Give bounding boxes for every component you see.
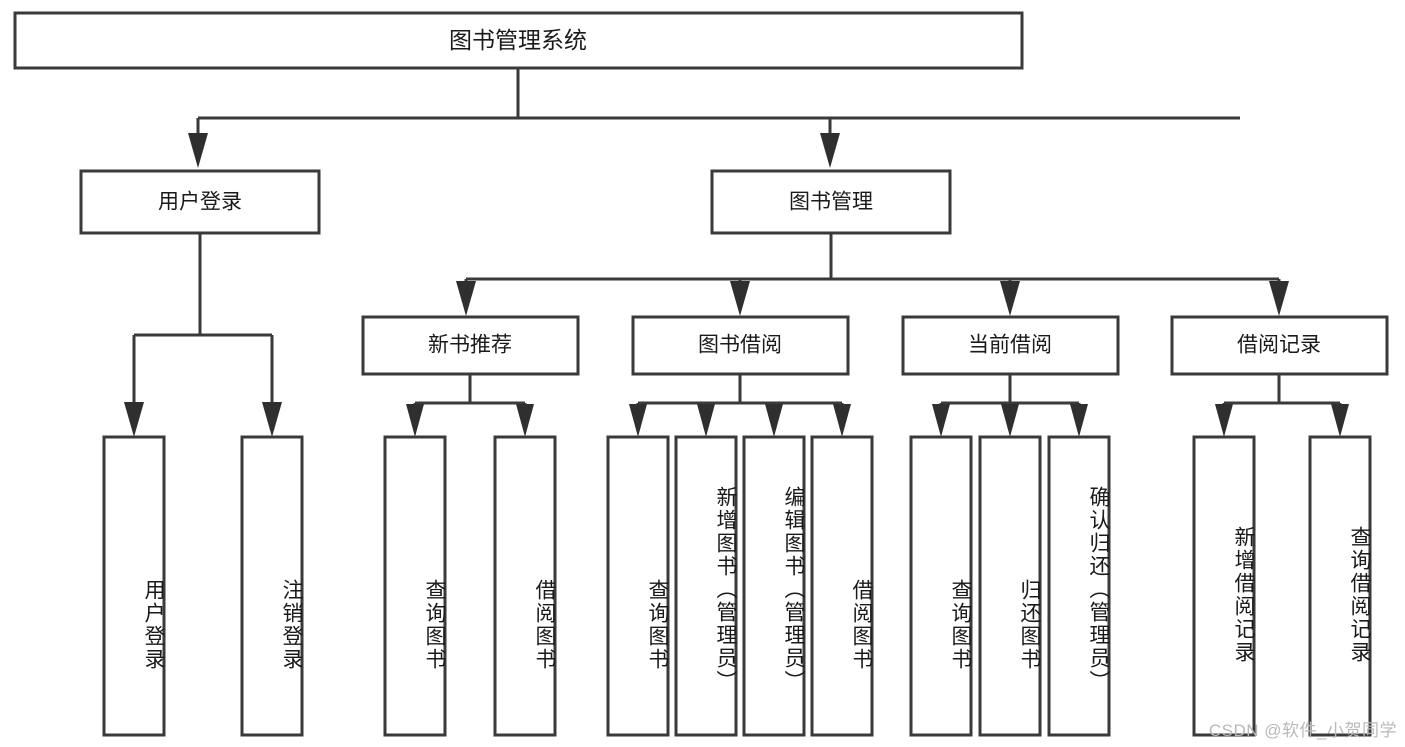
arrow-head-icon <box>1331 404 1349 437</box>
node-new-book-recommend[interactable]: 新书推荐 <box>361 315 580 376</box>
leaf-box-user-login[interactable] <box>102 435 166 737</box>
leaf-box-return-book[interactable] <box>978 435 1042 737</box>
connector-book-management-to-level3 <box>456 233 1289 316</box>
arrow-head-icon <box>516 404 534 437</box>
arrow-head-icon <box>629 404 647 437</box>
arrow-head-icon <box>730 281 750 316</box>
node-new-book-recommend-label: 新书推荐 <box>428 334 512 357</box>
node-user-login-box[interactable] <box>79 169 321 235</box>
arrow-head-icon <box>262 402 282 437</box>
leaf-box-query-book-2[interactable] <box>606 435 670 737</box>
arrow-head-icon <box>124 402 144 437</box>
leaf-box-edit-book[interactable] <box>742 435 806 737</box>
leaf-box-query-book-3[interactable] <box>909 435 973 737</box>
arrow-head-icon <box>1001 404 1019 437</box>
leaf-box-add-book[interactable] <box>674 435 738 737</box>
node-book-management[interactable]: 图书管理 <box>710 169 952 235</box>
node-new-book-recommend-box[interactable] <box>361 315 580 376</box>
arrow-head-icon <box>697 404 715 437</box>
node-book-borrow[interactable]: 图书借阅 <box>631 315 850 376</box>
node-book-borrow-label: 图书借阅 <box>698 334 782 357</box>
node-user-login[interactable]: 用户登录 <box>79 169 321 235</box>
connector-new-book-recommend-to-leaves <box>406 374 534 437</box>
node-root[interactable]: 图书管理系统 <box>13 11 1024 70</box>
connector-book-borrow-to-leaves <box>629 374 851 437</box>
leaf-box-confirm-return[interactable] <box>1047 435 1111 737</box>
watermark-label: CSDN @软件_小贺同学 <box>1208 721 1397 740</box>
arrow-head-icon <box>456 281 476 316</box>
node-user-login-label: 用户登录 <box>158 191 242 214</box>
arrow-head-icon <box>820 133 840 168</box>
node-current-borrow-label: 当前借阅 <box>968 334 1052 357</box>
leaf-box-user-logout[interactable] <box>240 435 304 737</box>
leaf-box-add-record[interactable] <box>1192 435 1256 737</box>
arrow-head-icon <box>1000 281 1020 316</box>
arrow-head-icon <box>406 404 424 437</box>
node-current-borrow-box[interactable] <box>901 315 1120 376</box>
arrow-head-icon <box>188 133 208 168</box>
leaf-box-query-record[interactable] <box>1308 435 1372 737</box>
leaf-box-query-book-1[interactable] <box>383 435 447 737</box>
connector-root-to-level2 <box>188 68 1240 168</box>
arrow-head-icon <box>1215 404 1233 437</box>
leaf-box-borrow-book-1[interactable] <box>493 435 557 737</box>
node-book-management-label: 图书管理 <box>789 191 873 214</box>
connector-current-borrow-to-leaves <box>932 374 1088 437</box>
arrow-head-icon <box>765 404 783 437</box>
arrow-head-icon <box>932 404 950 437</box>
node-root-label: 图书管理系统 <box>449 27 587 53</box>
arrow-head-icon <box>1269 281 1289 316</box>
leaf-box-borrow-book-2[interactable] <box>810 435 874 737</box>
node-borrow-record-label: 借阅记录 <box>1237 334 1321 357</box>
arrow-head-icon <box>1070 404 1088 437</box>
node-current-borrow[interactable]: 当前借阅 <box>901 315 1120 376</box>
node-borrow-record[interactable]: 借阅记录 <box>1170 315 1389 376</box>
node-root-box[interactable] <box>13 11 1024 70</box>
arrow-head-icon <box>833 404 851 437</box>
connector-user-login-to-leaves <box>124 233 282 437</box>
connector-borrow-record-to-leaves <box>1215 374 1349 437</box>
